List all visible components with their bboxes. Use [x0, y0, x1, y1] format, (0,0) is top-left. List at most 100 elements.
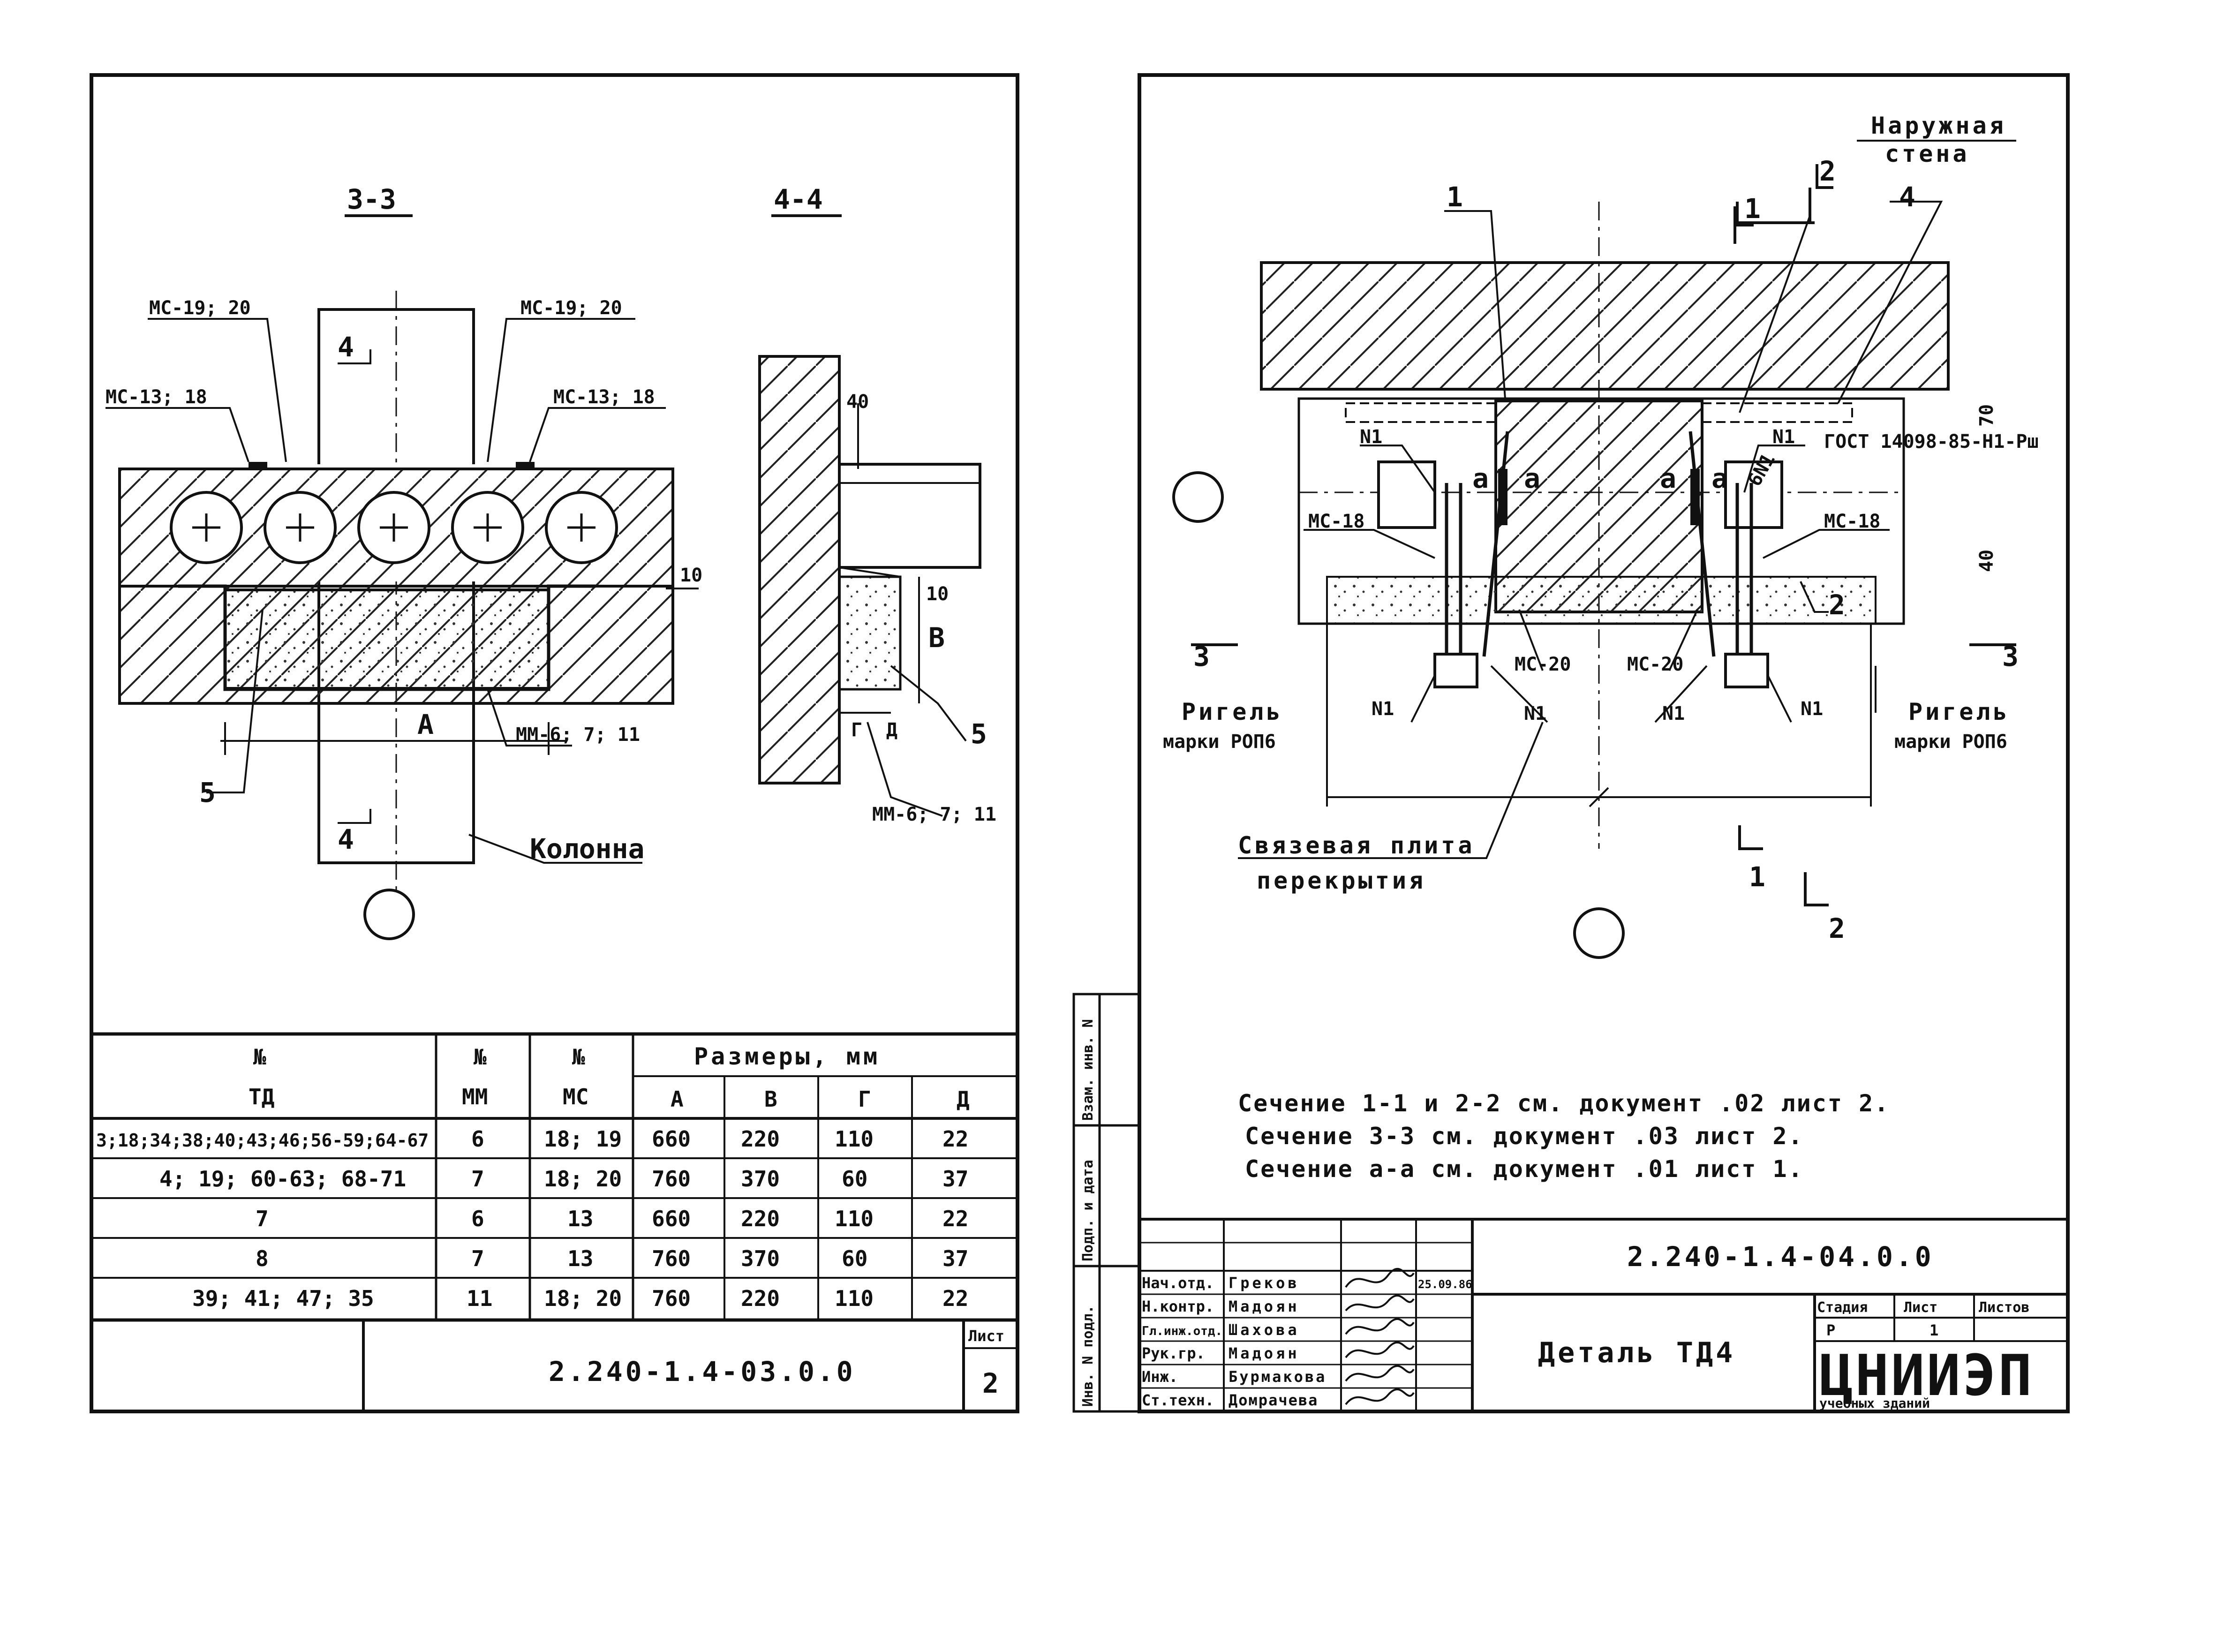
label-n1-bottom-mid: N1: [1524, 703, 1546, 724]
th-g: Г: [858, 1086, 871, 1112]
svg-text:660: 660: [652, 1206, 691, 1231]
svg-text:Бурмакова: Бурмакова: [1229, 1368, 1327, 1386]
left-sheet-no: 2: [982, 1367, 999, 1399]
stage-value: Р: [1826, 1321, 1835, 1339]
org-logo: ЦНИИЭП: [1819, 1343, 2034, 1409]
cut-2-top: 2: [1819, 155, 1836, 187]
title-block: [1139, 1218, 2068, 1411]
svg-text:6: 6: [471, 1206, 484, 1231]
label-mc20-right: МС-20: [1627, 654, 1683, 675]
label-tie-plate-2: перекрытия: [1257, 867, 1426, 894]
svg-text:110: 110: [835, 1126, 874, 1152]
label-mm6-7-11-right: ММ-6; 7; 11: [872, 804, 996, 825]
right-sheet-frame: [1138, 73, 2070, 1413]
label-a-3: а: [1660, 462, 1676, 494]
cut-3-right: 3: [2002, 641, 2019, 672]
th-mm-no: №: [474, 1044, 487, 1070]
svg-text:Ст.техн.: Ст.техн.: [1142, 1391, 1214, 1409]
grout-pocket: [224, 588, 550, 690]
svg-text:39; 41; 47; 35: 39; 41; 47; 35: [192, 1286, 374, 1311]
th-td: ТД: [249, 1084, 274, 1109]
label-a-2: а: [1524, 462, 1540, 494]
svg-text:660: 660: [652, 1126, 691, 1152]
svg-text:7: 7: [256, 1206, 269, 1231]
svg-text:7: 7: [471, 1166, 484, 1192]
svg-text:3;18;34;38;40;43;46;56-59;64-6: 3;18;34;38;40;43;46;56-59;64-67: [96, 1130, 429, 1151]
dim-B: В: [928, 622, 945, 654]
th-td-no: №: [253, 1044, 266, 1070]
th-mm: ММ: [462, 1084, 488, 1109]
staff-row: Нач.отд. Греков: [1142, 1274, 1297, 1292]
label-outer-wall-2: стена: [1885, 140, 1970, 167]
th-a: А: [671, 1086, 684, 1112]
label-n1-bottom-left: N1: [1372, 698, 1394, 720]
svg-text:Инж.: Инж.: [1142, 1368, 1178, 1386]
svg-text:Нач.отд.: Нач.отд.: [1142, 1274, 1214, 1292]
svg-text:110: 110: [835, 1206, 874, 1231]
right-doc-code: 2.240-1.4-04.0.0: [1627, 1241, 1934, 1273]
sheet-value: 1: [1930, 1321, 1938, 1339]
svg-text:37: 37: [942, 1166, 968, 1192]
svg-text:13: 13: [567, 1206, 593, 1231]
label-a-4: а: [1711, 462, 1728, 494]
left-doc-code: 2.240-1.4-03.0.0: [549, 1356, 856, 1388]
svg-text:22: 22: [942, 1286, 968, 1311]
label-mc13-18-left: МС-13; 18: [106, 386, 207, 408]
table-row: 3;18;34;38;40;43;46;56-59;64-67 6 18; 19…: [96, 1126, 968, 1152]
sheet-right: Инв. N подл. Подп. и дата Взам. инв. N: [1072, 73, 2070, 1413]
cut-1-bottom: 1: [1749, 861, 1765, 893]
cut-2-bottom: 2: [1829, 913, 1845, 944]
label-tie-plate-1: Связевая плита: [1238, 832, 1475, 859]
dim-A: А: [417, 709, 434, 740]
label-a-1: а: [1472, 462, 1489, 494]
note-2: Сечение 3-3 см. документ .03 лист 2.: [1245, 1123, 1804, 1150]
section-4-4-grout: [838, 575, 902, 691]
table-row: 39; 41; 47; 35 11 18; 20 760 220 110 22: [192, 1286, 968, 1311]
th-b: В: [764, 1086, 777, 1112]
cut-3-left: 3: [1193, 641, 1210, 672]
th-mc-no: №: [572, 1044, 585, 1070]
label-n1-left: N1: [1360, 426, 1382, 448]
side-stamp-replace: Взам. инв. N: [1080, 1019, 1096, 1121]
stage-label: Стадия: [1817, 1299, 1868, 1316]
svg-text:8: 8: [256, 1246, 269, 1271]
drawing-title: Деталь ТД4: [1538, 1336, 1735, 1369]
svg-text:Мадоян: Мадоян: [1229, 1344, 1300, 1362]
dim-D: Д: [886, 719, 897, 741]
label-gost: ГОСТ 14098-85-Н1-Рш: [1824, 431, 2039, 453]
staff-row: Рук.гр. Мадоян: [1142, 1344, 1300, 1362]
staff-row: Гл.инж.отд. Шахова: [1142, 1321, 1297, 1339]
dim-40-right: 40: [1976, 550, 1997, 572]
label-n1-bottom-right: N1: [1801, 698, 1823, 720]
dim-40: 40: [846, 391, 869, 413]
staff-row: Инж. Бурмакова: [1142, 1368, 1327, 1386]
marker-2: 2: [1829, 589, 1845, 621]
sheet-left: 3-3: [90, 73, 1019, 1413]
label-mc20-left: МС-20: [1515, 654, 1571, 675]
marker-4: 4: [1899, 181, 1915, 213]
svg-text:110: 110: [835, 1286, 874, 1311]
label-column: Колонна: [530, 833, 644, 865]
svg-text:13: 13: [567, 1246, 593, 1271]
svg-text:760: 760: [652, 1286, 691, 1311]
label-rigel-left-2: марки РОП6: [1163, 731, 1276, 753]
org-sub: учебных зданий: [1819, 1396, 1930, 1411]
label-mm6-7-11-left: ММ-6; 7; 11: [516, 724, 640, 746]
table-row: 8 7 13 760 370 60 37: [256, 1246, 968, 1271]
cut-4-bottom: 4: [338, 823, 354, 855]
label-n1-right: N1: [1772, 426, 1795, 448]
marker-5-left: 5: [199, 777, 216, 808]
label-rigel-left-1: Ригель: [1182, 698, 1283, 725]
svg-text:760: 760: [652, 1166, 691, 1192]
left-sheet-label: Лист: [968, 1327, 1004, 1345]
svg-text:11: 11: [467, 1286, 492, 1311]
staff-row: Ст.техн. Домрачева: [1142, 1391, 1318, 1409]
svg-text:Домрачева: Домрачева: [1229, 1391, 1318, 1409]
signatures: [1345, 1267, 1415, 1405]
label-mc19-20-right: МС-19; 20: [520, 297, 622, 319]
side-stamp-sign: Подп. и дата: [1080, 1160, 1096, 1261]
section-4-4-title: 4-4: [774, 183, 823, 215]
svg-text:22: 22: [942, 1206, 968, 1231]
dim-70: 70: [1976, 404, 1997, 427]
